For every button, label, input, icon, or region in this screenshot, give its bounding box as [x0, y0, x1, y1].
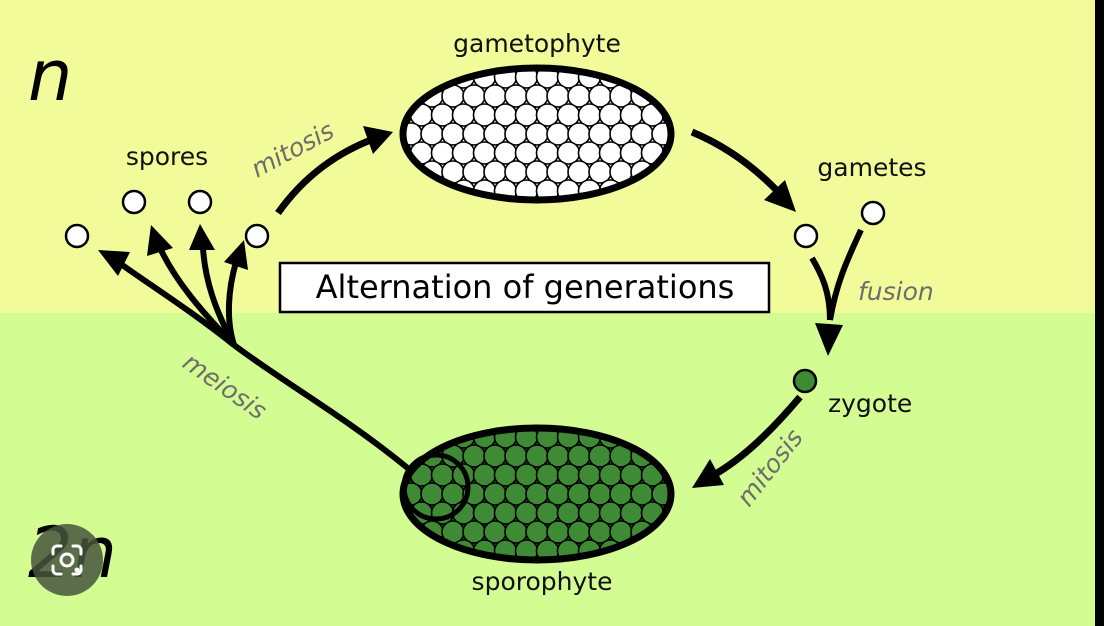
arrowhead-gametes: [764, 180, 796, 212]
arrow-spore-2: [157, 246, 237, 348]
meiosis-cell-highlight: [401, 452, 471, 522]
arrowhead-spore-3: [189, 224, 215, 250]
gametophyte-ellipse: [399, 64, 675, 204]
arrow-gametophyte-to-gametes: [690, 128, 785, 199]
title-box: [278, 261, 771, 314]
google-lens-button[interactable]: [31, 524, 103, 596]
zygote-cell: [792, 368, 818, 394]
gamete-1: [793, 223, 819, 249]
arrowhead-gametophyte: [363, 126, 393, 154]
spore-1: [64, 223, 90, 249]
arrowhead-zygote: [815, 323, 843, 356]
arrowhead-spore-4: [224, 240, 248, 270]
arrowhead-spore-1: [98, 250, 130, 276]
arrow-spore-4: [225, 261, 239, 346]
spore-3: [187, 189, 213, 215]
haploid-label: n: [28, 35, 72, 117]
gametophyte-label: gametophyte: [453, 29, 621, 58]
arrow-mitosis-to-gametophyte: [275, 134, 378, 216]
fusion-label: fusion: [858, 277, 934, 306]
diagram-title: Alternation of generations: [316, 268, 735, 306]
arrow-zygote-to-sporophyte: [710, 394, 803, 480]
google-lens-icon: [51, 544, 83, 576]
gamete-2: [860, 200, 886, 226]
gametes-label: gametes: [817, 153, 926, 182]
zygote-label: zygote: [828, 389, 912, 418]
spore-4: [244, 223, 270, 249]
arrowhead-spore-2: [147, 225, 173, 256]
arrowhead-sporophyte: [692, 459, 724, 488]
spore-2: [121, 189, 147, 215]
arrow-meiosis-trunk: [232, 342, 412, 473]
sporophyte-label: sporophyte: [472, 567, 613, 596]
arrow-fusion: [809, 228, 864, 321]
spores-label: spores: [126, 142, 208, 171]
